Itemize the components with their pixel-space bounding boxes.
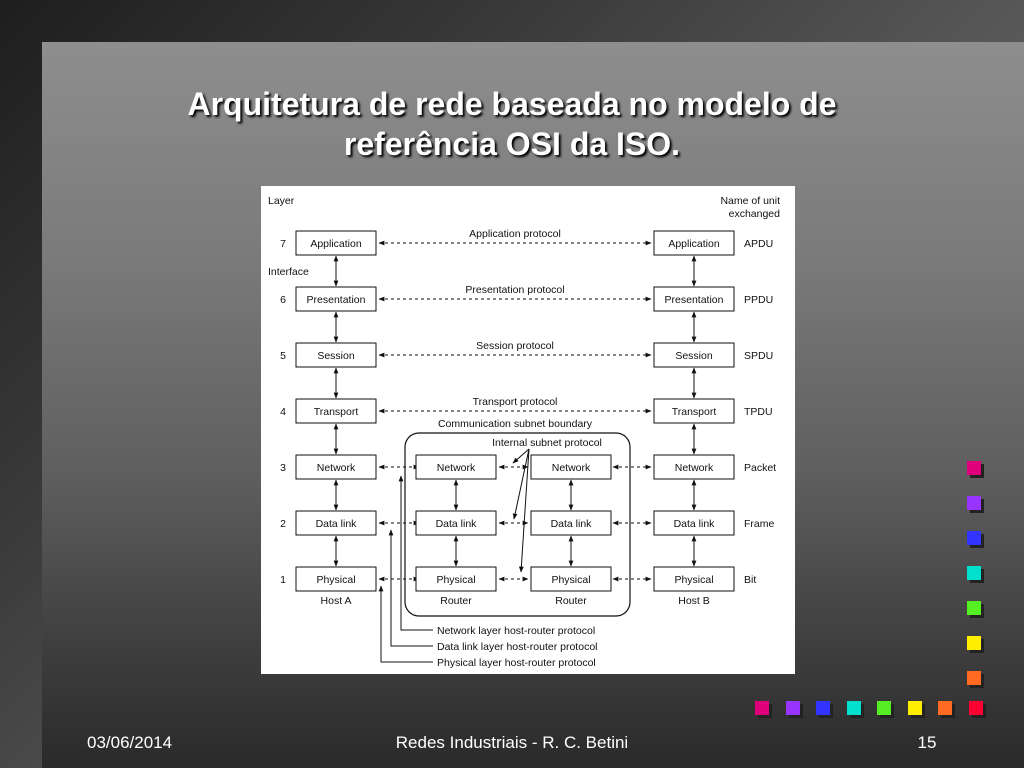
decorative-square <box>755 701 769 715</box>
unit-name: Packet <box>744 462 776 474</box>
host-b-layer-box <box>653 230 735 256</box>
unit-name: PPDU <box>744 294 773 306</box>
layer-number: 7 <box>280 238 286 250</box>
footer-date: 03/06/2014 <box>87 733 173 752</box>
host-b-layer-box <box>653 566 735 592</box>
decorative-square <box>907 701 922 715</box>
host-router-line-network <box>398 475 433 631</box>
title-line-2: referência OSI da ISO. <box>343 126 681 162</box>
host-a-layer-box <box>295 566 377 592</box>
unit-name: APDU <box>744 238 773 250</box>
host-a-label: Host A <box>321 595 352 607</box>
peer-protocol-label: Presentation protocol <box>465 284 564 296</box>
router-1-layer-box <box>415 566 497 592</box>
router-1-layer-name: Data link <box>436 518 478 530</box>
peer-protocol-label: Transport protocol <box>473 396 558 408</box>
host-b-layer-box <box>653 454 735 480</box>
host-b-layer-name: Session <box>675 350 713 362</box>
layer-number: 5 <box>280 350 286 362</box>
internal-protocol-pointer-1 <box>512 448 530 464</box>
host-b-layer-box <box>653 342 735 368</box>
decorative-square <box>967 601 981 615</box>
unit-name: Bit <box>744 574 756 586</box>
host-a-layer-box <box>295 510 377 536</box>
host-b-layer-name: Presentation <box>665 294 724 306</box>
osi-diagram: Layer Name of unit exchanged Interface H… <box>261 186 795 674</box>
router-2-layer-box <box>530 566 612 592</box>
host-b-layer-name: Network <box>675 462 714 474</box>
router-1-layer-box <box>415 510 497 536</box>
decorative-square <box>816 701 830 715</box>
host-a-layer-box <box>295 398 377 424</box>
unit-name: TPDU <box>744 406 773 418</box>
decorative-square <box>877 701 891 715</box>
host-a-layer-name: Network <box>317 462 356 474</box>
decorative-square <box>967 566 981 580</box>
layer-heading: Layer <box>268 195 295 207</box>
router-2-label: Router <box>555 595 587 607</box>
host-a-layer-box <box>295 230 377 256</box>
router-1-layer-name: Network <box>437 462 476 474</box>
unit-name: SPDU <box>744 350 773 362</box>
internal-protocol-pointer-3 <box>518 448 530 573</box>
layer-number: 2 <box>280 518 286 530</box>
decorative-square <box>938 701 952 715</box>
footer-author: Redes Industriais - R. C. Betini <box>395 733 629 752</box>
peer-protocol-label: Session protocol <box>476 340 554 352</box>
router-2-layer-name: Physical <box>551 574 590 586</box>
decorative-square <box>846 701 861 715</box>
host-router-protocol-network: Network layer host-router protocol <box>437 625 595 637</box>
title-line-1: Arquitetura de rede baseada no modelo de <box>187 86 837 122</box>
internal-protocol-pointer-2 <box>512 448 530 520</box>
layer-number: 3 <box>280 462 286 474</box>
decorative-square <box>967 496 981 510</box>
decorative-square <box>785 701 800 715</box>
slide-title: Arquitetura de rede baseada no modelo de… <box>110 84 914 164</box>
subnet-boundary-label: Communication subnet boundary <box>438 418 593 430</box>
host-a-layer-name: Data link <box>316 518 358 530</box>
unit-name: Frame <box>744 518 774 530</box>
router-2-layer-box <box>530 510 612 536</box>
unit-heading-line2: exchanged <box>729 208 781 220</box>
host-b-layer-name: Data link <box>674 518 716 530</box>
host-a-layer-name: Application <box>310 238 362 250</box>
host-b-layer-box <box>653 510 735 536</box>
host-b-layer-name: Physical <box>674 574 713 586</box>
layer-number: 4 <box>280 406 286 418</box>
router-1-layer-name: Physical <box>436 574 475 586</box>
host-router-line-physical <box>378 585 433 663</box>
router-2-layer-name: Network <box>552 462 591 474</box>
router-1-label: Router <box>440 595 472 607</box>
host-b-layer-box <box>653 286 735 312</box>
router-2-layer-name: Data link <box>551 518 593 530</box>
decorative-square <box>968 701 983 715</box>
peer-protocol-label: Application protocol <box>469 228 561 240</box>
router-2-layer-box <box>530 454 612 480</box>
host-a-layer-box <box>295 454 377 480</box>
interface-label: Interface <box>268 266 309 278</box>
internal-protocol-label: Internal subnet protocol <box>492 437 602 449</box>
footer-page-number: 15 <box>917 733 937 752</box>
host-a-layer-name: Transport <box>314 406 359 418</box>
host-router-line-datalink <box>388 529 433 647</box>
host-b-layer-name: Application <box>668 238 720 250</box>
host-router-protocol-physical: Physical layer host-router protocol <box>437 657 596 669</box>
unit-heading-line1: Name of unit <box>720 195 780 207</box>
host-b-label: Host B <box>678 595 710 607</box>
host-a-layer-box <box>295 342 377 368</box>
host-a-layer-name: Session <box>317 350 355 362</box>
host-b-layer-box <box>653 398 735 424</box>
host-a-layer-name: Physical <box>316 574 355 586</box>
host-router-protocol-datalink: Data link layer host-router protocol <box>437 641 598 653</box>
router-1-layer-box <box>415 454 497 480</box>
layer-number: 1 <box>280 574 286 586</box>
decorative-square <box>967 531 981 545</box>
host-a-layer-box <box>295 286 377 312</box>
decorative-square <box>967 636 981 650</box>
host-a-layer-name: Presentation <box>307 294 366 306</box>
decorative-square <box>967 671 981 685</box>
layer-number: 6 <box>280 294 286 306</box>
host-b-layer-name: Transport <box>672 406 717 418</box>
decorative-square <box>967 461 981 475</box>
